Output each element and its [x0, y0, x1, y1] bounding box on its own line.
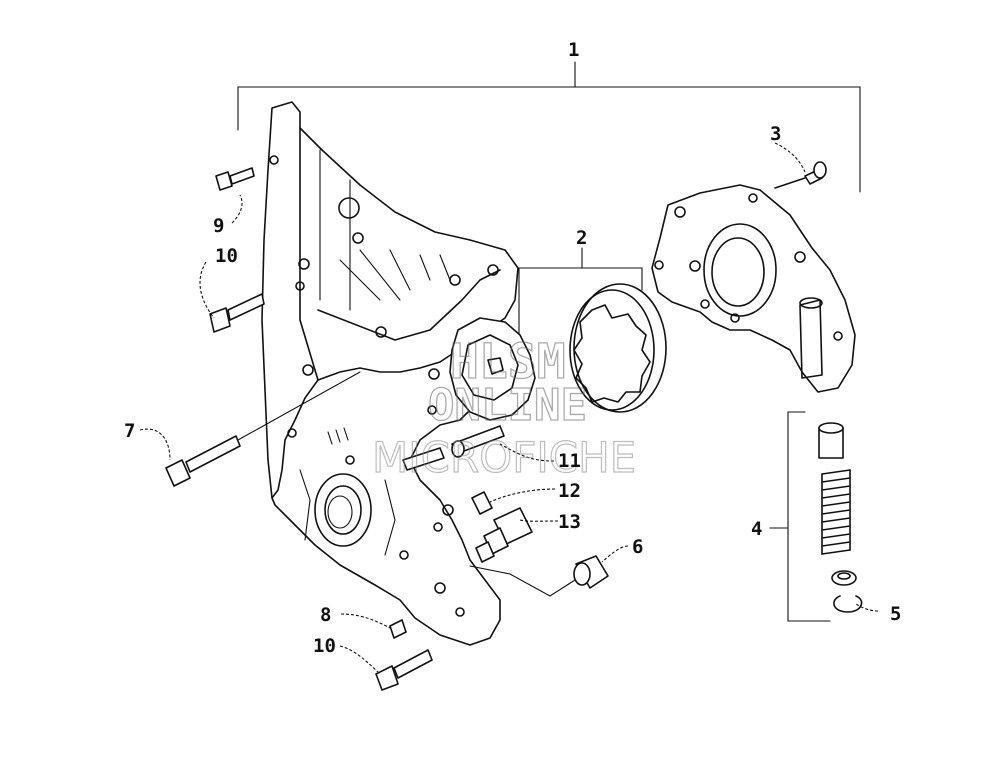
bolt-8 — [389, 619, 407, 639]
timing-cover — [261, 101, 519, 646]
watermark: HLSM ONLINE MICROFICHE — [371, 333, 636, 482]
watermark-line-2: ONLINE — [428, 380, 587, 431]
bolt-10-lower — [375, 649, 433, 691]
bolt-7 — [165, 371, 361, 487]
callout-10-lower: 10 — [313, 635, 336, 657]
callout-11: 11 — [558, 450, 581, 472]
oil-pump-cover — [651, 184, 856, 393]
callout-1: 1 — [568, 39, 579, 61]
dowel-12 — [471, 491, 493, 515]
callout-3: 3 — [770, 123, 781, 145]
relief-valve-seat — [831, 570, 857, 586]
callout-7: 7 — [124, 420, 135, 442]
outer-rotor — [569, 283, 667, 413]
relief-valve-plunger — [818, 422, 844, 459]
bolt-9 — [215, 167, 255, 191]
oil-pressure-switch-13 — [475, 507, 533, 563]
snap-ring-5 — [833, 595, 863, 613]
watermark-line-1: HLSM — [450, 334, 566, 390]
callout-10-upper: 10 — [215, 245, 238, 267]
callout-4: 4 — [751, 518, 762, 540]
callout-13: 13 — [558, 511, 581, 533]
callout-labels: 1 2 3 4 5 6 7 8 9 10 10 11 12 13 — [124, 39, 901, 657]
callout-9: 9 — [213, 215, 224, 237]
bracket-group-2 — [518, 247, 643, 353]
bracket-group-1 — [237, 61, 861, 193]
inner-rotor — [449, 317, 536, 421]
callout-8: 8 — [320, 604, 331, 626]
callout-5: 5 — [890, 603, 901, 625]
bracket-group-4 — [769, 411, 831, 622]
callout-6: 6 — [632, 536, 643, 558]
relief-valve-spring — [821, 469, 851, 555]
leader-lines — [139, 142, 879, 673]
bolt-11 — [402, 425, 505, 471]
bolt-10-upper — [209, 293, 265, 333]
callout-12: 12 — [558, 480, 581, 502]
screw-3 — [774, 161, 827, 189]
plug-6 — [469, 555, 609, 597]
callout-2: 2 — [576, 227, 587, 249]
watermark-line-3: MICROFICHE — [372, 433, 636, 482]
